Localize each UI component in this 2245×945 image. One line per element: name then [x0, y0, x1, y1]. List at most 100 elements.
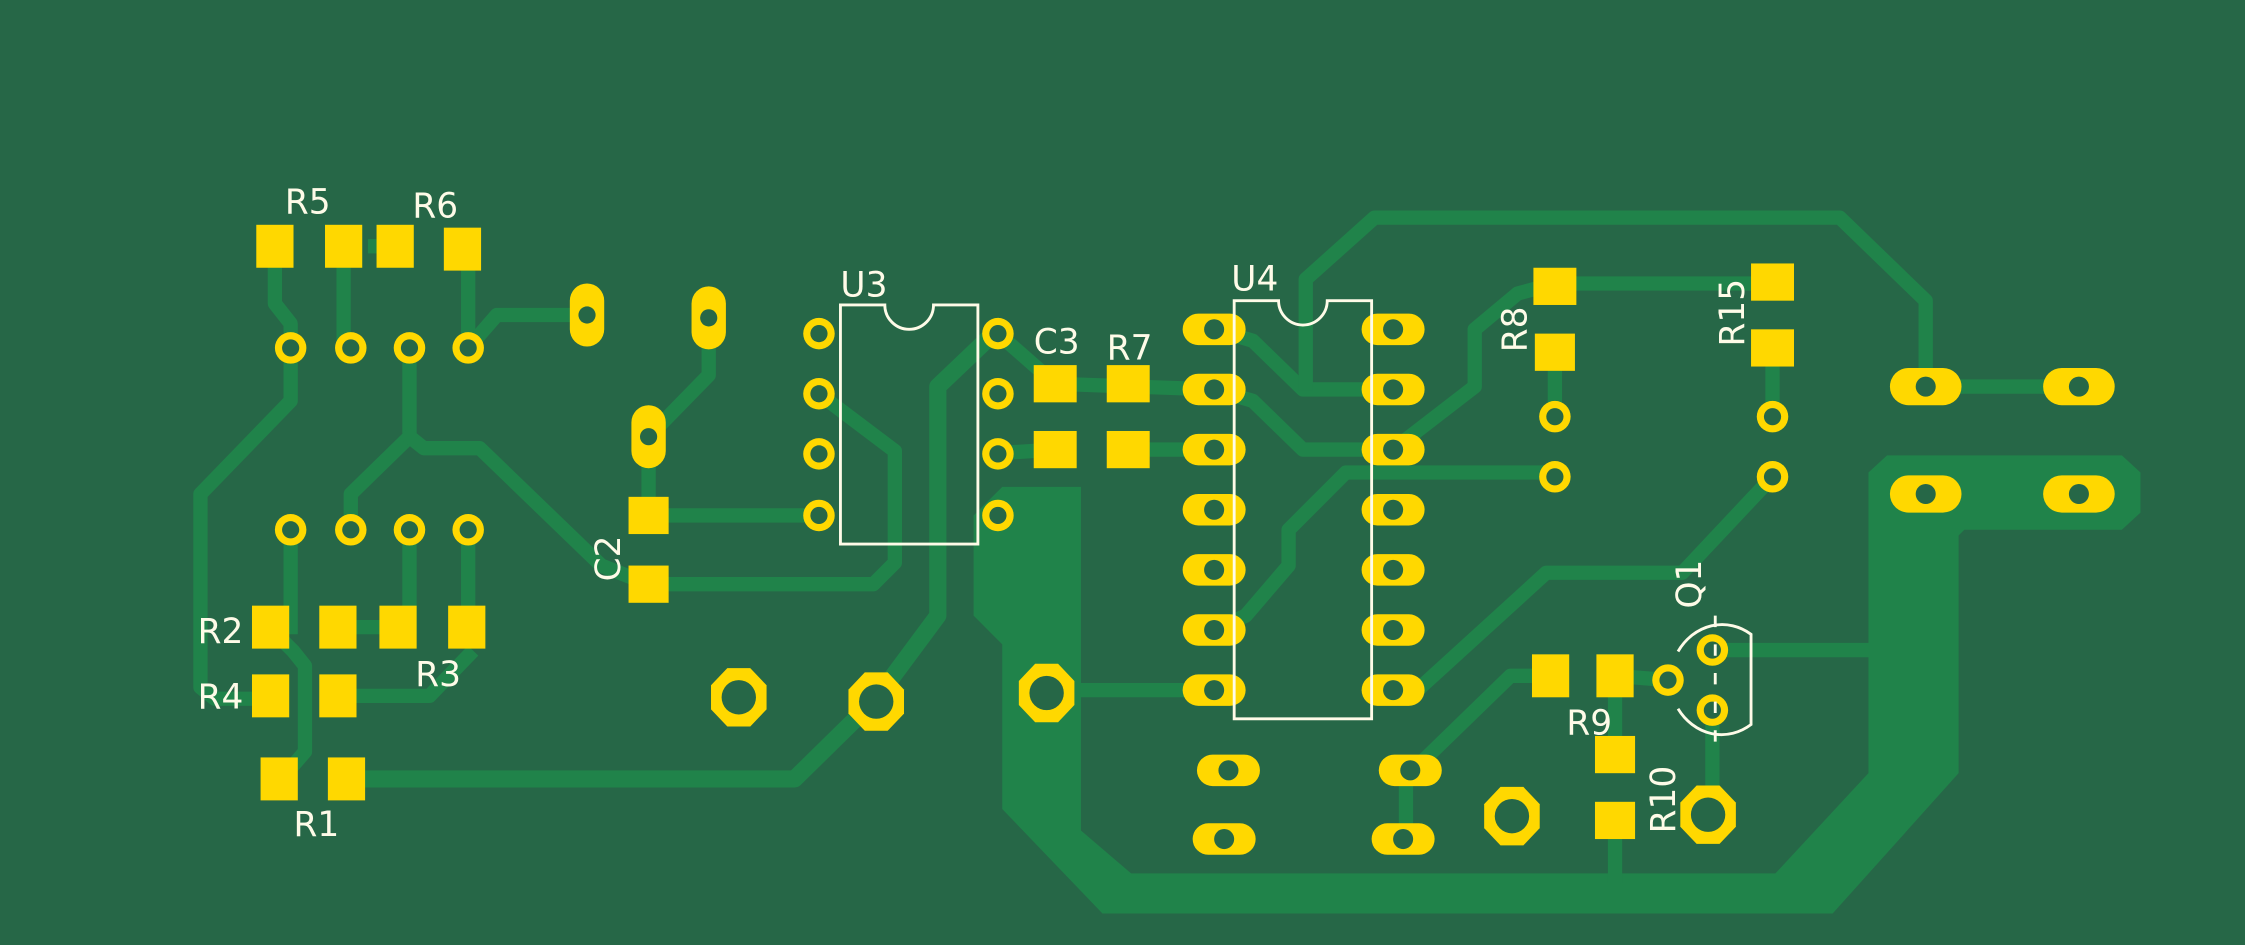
- smd-pad: [1596, 654, 1634, 698]
- trace: [641, 383, 903, 592]
- smd-pad: [628, 496, 669, 535]
- drill-hole: [1383, 439, 1404, 460]
- label-u4: U4: [1231, 260, 1278, 300]
- smd-pad: [443, 227, 482, 271]
- drill-hole: [342, 339, 360, 357]
- drill-hole: [1214, 829, 1235, 850]
- copper-pours: [973, 455, 2141, 914]
- smd-pad: [628, 565, 669, 603]
- ground-pour-right: [973, 455, 2141, 914]
- smd-pad: [1751, 263, 1794, 301]
- label-c3: C3: [1034, 323, 1080, 363]
- trace: [1407, 466, 1783, 701]
- drill-hole: [859, 684, 894, 719]
- drill-hole: [459, 521, 477, 539]
- label-r3: R3: [415, 655, 461, 695]
- drill-hole: [700, 309, 718, 327]
- smd-pad: [319, 674, 357, 718]
- drill-hole: [1204, 680, 1225, 701]
- trace: [193, 340, 298, 706]
- drill-hole: [989, 506, 1007, 525]
- drill-hole: [1029, 675, 1064, 711]
- label-r10: R10: [1644, 766, 1684, 834]
- smd-pad: [448, 605, 486, 649]
- smd-pad: [260, 757, 298, 801]
- drill-hole: [342, 521, 360, 539]
- trace: [337, 317, 1011, 788]
- trace: [1383, 274, 1564, 460]
- u4-outline: [1232, 299, 1374, 721]
- smd-pad: [256, 224, 294, 268]
- label-r7: R7: [1107, 328, 1153, 368]
- smd-pad: [1534, 333, 1575, 371]
- smd-pad: [327, 757, 366, 801]
- drill-hole: [1703, 701, 1721, 719]
- drill-hole: [1400, 760, 1421, 781]
- smd-pad: [1594, 735, 1636, 774]
- label-r2: R2: [198, 612, 244, 652]
- u3-outline: [839, 303, 980, 546]
- drill-hole: [810, 325, 828, 343]
- drill-hole: [1383, 499, 1404, 520]
- drill-hole: [282, 339, 300, 357]
- drill-hole: [1383, 559, 1404, 580]
- pads: [251, 224, 2115, 855]
- drill-hole: [810, 385, 828, 403]
- drill-hole: [1659, 671, 1677, 689]
- drill-hole: [2068, 376, 2089, 397]
- drill-hole: [2068, 483, 2089, 504]
- drill-hole: [1204, 439, 1225, 460]
- smd-pad: [319, 605, 357, 649]
- drill-hole: [400, 521, 419, 539]
- reference-labels: R5 R6 R2 R4 R3 R1 C2 U3 C3 R7 U4 R8 R15 …: [198, 182, 1753, 845]
- drill-hole: [1204, 379, 1225, 400]
- smd-pad: [1533, 267, 1577, 305]
- smd-pad: [1106, 365, 1150, 403]
- drill-hole: [1703, 641, 1721, 659]
- smd-pad: [251, 674, 290, 718]
- drill-hole: [1690, 797, 1726, 832]
- smd-pad: [1531, 654, 1570, 698]
- label-r9: R9: [1566, 704, 1612, 744]
- drill-hole: [810, 506, 828, 525]
- trace: [399, 426, 658, 594]
- label-r6: R6: [412, 187, 458, 227]
- smd-pad: [1594, 801, 1636, 840]
- drill-hole: [1383, 619, 1404, 641]
- drill-hole: [1204, 559, 1225, 580]
- drill-hole: [1915, 483, 1936, 504]
- trace: [330, 645, 479, 704]
- traces: [193, 210, 2087, 884]
- drill-hole: [989, 445, 1007, 463]
- smd-pad: [1751, 329, 1794, 367]
- drill-hole: [721, 680, 756, 715]
- drill-hole: [989, 385, 1007, 403]
- q1-outline: [1676, 623, 1753, 737]
- label-u3: U3: [840, 265, 887, 305]
- trace: [343, 340, 417, 537]
- silkscreen: [839, 299, 1753, 745]
- drill-hole: [578, 306, 596, 324]
- smd-pad: [1033, 430, 1077, 469]
- drill-hole: [459, 339, 477, 357]
- label-r8: R8: [1495, 306, 1535, 352]
- drill-hole: [1915, 376, 1936, 397]
- drill-hole: [1383, 379, 1404, 400]
- drill-hole: [1393, 829, 1414, 850]
- drill-hole: [1763, 408, 1782, 426]
- drill-hole: [400, 339, 419, 357]
- drill-hole: [810, 445, 828, 463]
- drill-hole: [1383, 319, 1404, 340]
- drill-hole: [639, 428, 658, 446]
- drill-hole: [282, 521, 300, 539]
- label-r5: R5: [285, 182, 331, 222]
- drill-hole: [1494, 798, 1530, 834]
- drill-hole: [1763, 468, 1782, 486]
- drill-hole: [1546, 408, 1564, 426]
- smd-pad: [376, 224, 414, 268]
- smd-pad: [325, 224, 363, 268]
- trace: [1298, 210, 1933, 394]
- label-c2: C2: [589, 535, 629, 581]
- smd-pad: [1033, 365, 1077, 403]
- drill-hole: [1204, 499, 1225, 520]
